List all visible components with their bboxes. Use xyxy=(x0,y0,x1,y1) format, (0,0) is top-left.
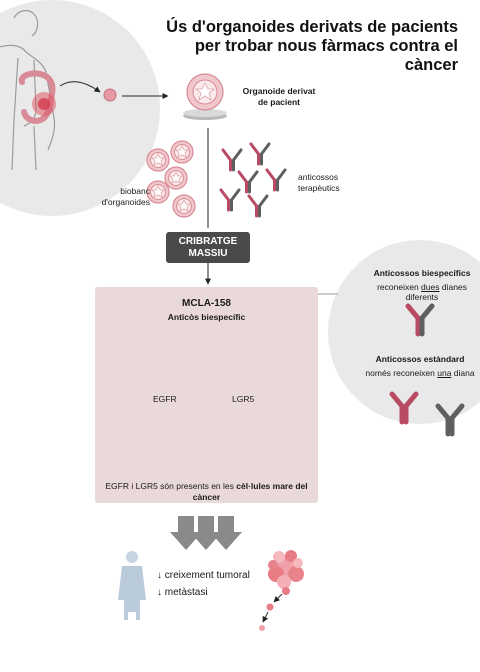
outcome-metastasis-label: metàstasi xyxy=(164,587,208,598)
therapeutic-antibodies xyxy=(219,142,287,218)
biobank-label-line-1: biobanc xyxy=(120,186,150,196)
screening-line-1: CRIBRATGE xyxy=(178,235,238,247)
outcome-metastasis: ↓ metàstasi xyxy=(157,587,208,598)
standard-legend: Anticossos estàndard només reconeixen un… xyxy=(360,354,480,378)
bispecific-desc-line-1: reconeixen dues dianes xyxy=(364,282,480,293)
sample-arrow xyxy=(59,81,101,93)
antibodies-label-line-2: terapèutics xyxy=(298,182,340,193)
standard-underline: una xyxy=(437,367,452,378)
antibodies-label-line-1: anticossos xyxy=(298,172,339,182)
legend-standard-gray-antibody xyxy=(435,403,465,437)
mcla158-panel xyxy=(95,287,318,503)
standard-post: diana xyxy=(451,367,475,378)
antibody-name: MCLA-158 xyxy=(182,298,231,309)
panel-footer: EGFR i LGR5 són presents en les cèl·lule… xyxy=(95,481,318,502)
organoid-dish xyxy=(183,73,227,120)
bispecific-underline: dues xyxy=(421,281,440,292)
screening-button: CRIBRATGE MASSIU xyxy=(166,232,250,263)
title-line-1: Ús d'organoides derivats de pacients xyxy=(166,18,458,36)
standard-title: Anticossos estàndard xyxy=(375,354,465,364)
down-arrows xyxy=(170,516,242,550)
down-arrow-icon: ↓ xyxy=(157,570,162,581)
legend-circle xyxy=(328,240,480,424)
colon-organ xyxy=(18,70,56,124)
standard-desc: només reconeixen una diana xyxy=(360,368,480,379)
panel-footer-prefix: EGFR i LGR5 són presents en les xyxy=(105,481,237,491)
legend-standard-pink-antibody xyxy=(389,391,419,425)
outcome-growth-label: creixement tumoral xyxy=(164,570,250,581)
egfr-label: EGFR xyxy=(153,394,177,404)
organoid-label-line-2: de pacient xyxy=(257,96,301,107)
antibodies-label: anticossos terapèutics xyxy=(298,172,368,193)
standard-pre: només reconeixen xyxy=(365,367,438,378)
patient-circle xyxy=(0,0,160,216)
down-arrow-icon: ↓ xyxy=(157,587,162,598)
patient-figure xyxy=(118,551,146,620)
antibody-type: Anticòs biespecífic xyxy=(167,312,246,322)
organoid-label: Organoide derivat de pacient xyxy=(234,86,324,107)
biobank-label-line-2: d'organoides xyxy=(101,196,150,207)
bispecific-desc-line-2: diferents xyxy=(405,292,439,302)
page-title: Ús d'organoides derivats de pacients per… xyxy=(158,18,458,75)
screening-line-2: MASSIU xyxy=(188,247,228,259)
bispecific-pre: reconeixen xyxy=(377,281,422,292)
bispecific-post: dianes xyxy=(439,281,467,292)
metastasis-arrows xyxy=(262,593,283,623)
panel-footer-bold: cèl·lules mare del càncer xyxy=(192,481,308,502)
bispecific-title: Anticossos biespecífics xyxy=(373,268,471,278)
title-line-2: per trobar nous fàrmacs contra el càncer xyxy=(194,37,458,74)
biobank-label: biobanc d'organoides xyxy=(92,186,150,207)
outcome-growth: ↓ creixement tumoral xyxy=(157,570,250,581)
lgr5-label: LGR5 xyxy=(232,394,255,404)
tissue-sample xyxy=(103,88,117,102)
organoid-label-line-1: Organoide derivat xyxy=(242,86,316,96)
tumor-cluster xyxy=(259,550,304,631)
legend-bispecific-antibody xyxy=(405,303,435,337)
organoid-biobank xyxy=(146,140,196,218)
bispecific-legend: Anticossos biespecífics reconeixen dues … xyxy=(364,268,480,303)
